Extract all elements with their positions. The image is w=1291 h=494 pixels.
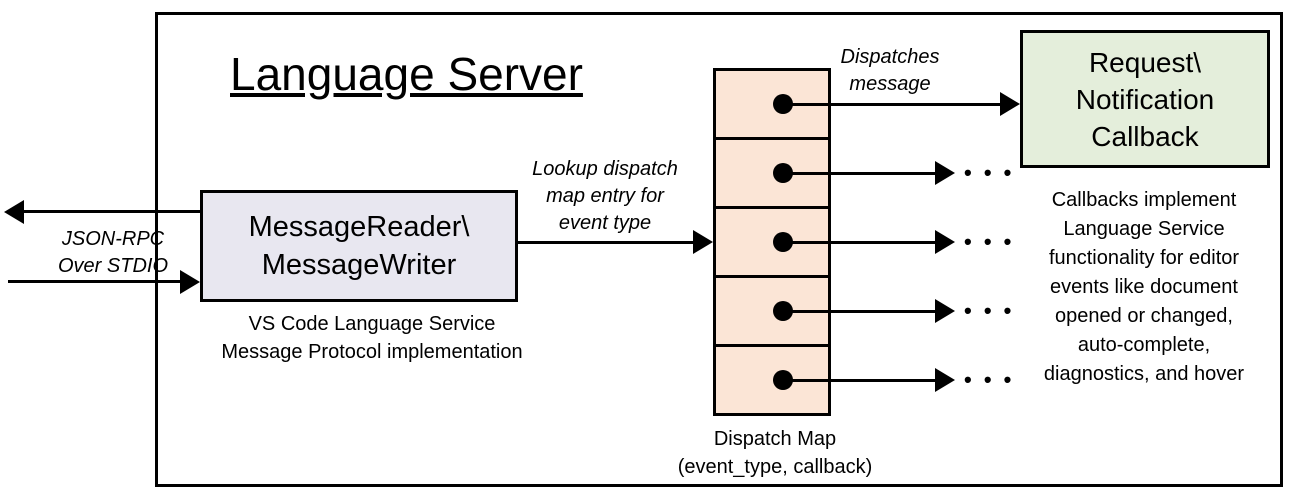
dispatch-entry-dot-icon [773, 163, 793, 183]
dispatch-arrowhead-right-icon [935, 230, 955, 254]
message-reader-writer-box: MessageReader\ MessageWriter [200, 190, 518, 302]
dispatch-arrow-line [785, 172, 935, 175]
lookup-arrow-line [517, 241, 693, 244]
dispatches-message-label: Dispatches message [840, 46, 940, 95]
more-callbacks-ellipsis: • • • [964, 160, 1015, 185]
more-callbacks-ellipsis: • • • [964, 229, 1015, 254]
dispatch-arrowhead-right-icon [935, 368, 955, 392]
language-server-boundary-box [155, 12, 1283, 487]
stdin-arrow-line [8, 280, 180, 283]
dispatch-map-caption: Dispatch Map (event_type, callback) [677, 428, 873, 478]
dispatch-entry-dot-icon [773, 232, 793, 252]
request-notification-callback-box: Request\ Notification Callback [1020, 30, 1270, 168]
reader-box-caption: VS Code Language Service Message Protoco… [221, 313, 523, 363]
dispatch-entry-dot-icon [773, 94, 793, 114]
more-callbacks-ellipsis: • • • [964, 298, 1015, 323]
dispatch-arrowhead-right-icon [935, 299, 955, 323]
dispatch-arrowhead-right-icon [1000, 92, 1020, 116]
dispatch-arrow-line [785, 379, 935, 382]
callbacks-note: Callbacks implement Language Service fun… [1043, 189, 1245, 385]
dispatch-arrow-line [785, 241, 935, 244]
more-callbacks-ellipsis: • • • [964, 367, 1015, 392]
stdout-arrowhead-left-icon [4, 200, 24, 224]
json-rpc-label: JSON-RPC Over STDIO [57, 228, 168, 277]
page-title: Language Server [230, 48, 583, 100]
dispatch-entry-dot-icon [773, 370, 793, 390]
stdout-arrow-line [22, 210, 200, 213]
lookup-arrowhead-right-icon [693, 230, 713, 254]
stdin-arrowhead-right-icon [180, 270, 200, 294]
dispatch-arrowhead-right-icon [935, 161, 955, 185]
dispatch-arrow-line [785, 103, 1000, 106]
dispatch-arrow-line [785, 310, 935, 313]
dispatch-entry-dot-icon [773, 301, 793, 321]
lookup-dispatch-label: Lookup dispatch map entry for event type [532, 158, 678, 234]
